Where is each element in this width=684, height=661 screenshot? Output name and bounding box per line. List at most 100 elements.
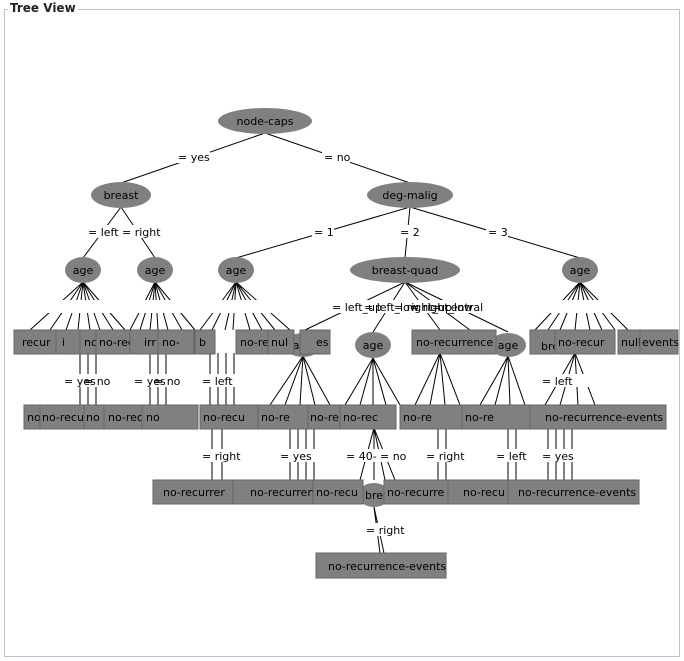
edge-label-yes-1: = yes: [64, 375, 96, 388]
edge-label-no-3: = no: [380, 450, 407, 463]
leaf-r3-5[interactable]: [447, 479, 509, 505]
leaf-r1-14[interactable]: [617, 329, 643, 355]
leaf-r2-1-label: no: [27, 411, 41, 424]
edge-label-yes-3: = yes: [280, 450, 312, 463]
leaf-r3-3-label: no-recu: [316, 486, 358, 499]
edge-label-left-2: = left: [202, 375, 233, 388]
node-age-1[interactable]: [65, 257, 101, 283]
node-age-mid-2[interactable]: [355, 332, 391, 358]
edge-label-no: = no: [324, 151, 351, 164]
leaf-r1-9[interactable]: [267, 329, 295, 355]
node-root-label: node-caps: [237, 115, 294, 128]
leaf-r1-15[interactable]: [639, 329, 679, 355]
node-deg-malig[interactable]: [367, 182, 453, 208]
leaf-r1-5-label: irr: [144, 336, 156, 349]
edge-label-right-2: = right: [202, 450, 241, 463]
leaf-r3-4[interactable]: [383, 479, 449, 505]
leaf-r2-11[interactable]: [461, 404, 531, 430]
node-breast[interactable]: [91, 182, 151, 208]
leaf-r1-15-label: events: [642, 336, 679, 349]
leaf-r1-13-label: no-recur: [558, 336, 605, 349]
node-breast-quad-label: breast-quad: [372, 264, 438, 277]
leaf-r1-11[interactable]: [411, 329, 497, 355]
leaf-r4-1[interactable]: [315, 552, 447, 579]
leaf-r1-2[interactable]: [55, 329, 81, 355]
leaf-r2-7[interactable]: [257, 404, 309, 430]
leaf-r2-3-label: no: [86, 411, 100, 424]
node-age-2-label: age: [145, 264, 166, 277]
leaf-r1-7[interactable]: [194, 329, 216, 355]
leaf-r2-6[interactable]: [199, 404, 261, 430]
edge-label-yes-4: = yes: [542, 450, 574, 463]
edge-label-left-4: = left: [496, 450, 527, 463]
leaf-r3-1-label: no-recurrer: [163, 486, 225, 499]
edge-label-right-4: = right: [366, 524, 405, 537]
edge-label-yes: = yes: [178, 151, 210, 164]
leaf-r2-6-label: no-recu: [203, 411, 245, 424]
node-age-mid-2-label: age: [363, 339, 384, 352]
node-bre[interactable]: [358, 483, 390, 507]
node-breast-quad[interactable]: [350, 257, 460, 283]
leaf-nodes: recur i no no-rec irr no- b no-recurr nu…: [13, 329, 679, 579]
edge-label-left-3: = left: [542, 375, 573, 388]
decision-nodes: node-caps breast deg-malig age age age b…: [65, 108, 598, 507]
leaf-r2-5[interactable]: [141, 404, 199, 430]
edge-label-yes-2: = yes: [134, 375, 166, 388]
edge-label-no-2: = no: [154, 375, 181, 388]
leaf-r1-8[interactable]: [235, 329, 273, 355]
leaf-r1-10[interactable]: [299, 329, 331, 355]
leaf-r3-1[interactable]: [152, 479, 234, 505]
leaf-r1-3-label: no: [84, 336, 98, 349]
leaf-r3-4-label: no-recurre: [387, 486, 445, 499]
leaf-r2-9[interactable]: [339, 404, 397, 430]
leaf-r3-5-label: no-recu: [463, 486, 505, 499]
tree-view-panel: [4, 9, 680, 657]
leaf-r2-10[interactable]: [399, 404, 463, 430]
leaf-r1-10-label: es: [316, 336, 329, 349]
node-breast-label: breast: [104, 189, 140, 202]
node-age-2[interactable]: [137, 257, 173, 283]
leaf-r2-12-label: no-recurrence-events: [545, 411, 663, 424]
edge-label-right-3: = right: [426, 450, 465, 463]
leaf-r1-6[interactable]: [157, 329, 195, 355]
edge-label-right-up: = right_up: [394, 301, 452, 314]
edge-label-right: = right: [122, 226, 161, 239]
edge-label-no-1: = no: [84, 375, 111, 388]
node-age-mid-3-label: age: [498, 339, 519, 352]
node-deg-malig-label: deg-malig: [382, 189, 437, 202]
leaf-r1-13[interactable]: [554, 329, 616, 355]
leaf-r2-9-label: no-rec: [343, 411, 378, 424]
leaf-r3-2[interactable]: [232, 479, 314, 505]
node-age-3-label: age: [226, 264, 247, 277]
edge-label-left: = left: [88, 226, 119, 239]
edge-label-40: = 40-: [346, 450, 377, 463]
leaf-r3-6[interactable]: [507, 479, 640, 505]
node-age-mid-3[interactable]: [490, 333, 526, 357]
node-age-5[interactable]: [562, 257, 598, 283]
edge-label-left-up: = left_up: [332, 301, 382, 314]
leaf-r3-3[interactable]: [312, 479, 364, 505]
node-bre-label: bre: [365, 489, 383, 502]
edge-label-3: = 3: [488, 226, 508, 239]
edge-label-1: = 1: [314, 226, 334, 239]
node-age-3[interactable]: [218, 257, 254, 283]
node-age-1-label: age: [73, 264, 94, 277]
node-age-5-label: age: [570, 264, 591, 277]
leaf-r1-4-label: no-rec: [99, 336, 134, 349]
leaf-r1-2-label: i: [62, 336, 65, 349]
leaf-r2-12[interactable]: [529, 404, 667, 430]
edge-label-central: = central: [432, 301, 483, 314]
leaf-r3-2-label: no-recurren: [250, 486, 314, 499]
leaf-r1-9-label: nul: [271, 336, 288, 349]
leaf-r1-7-label: b: [199, 336, 206, 349]
leaf-r2-11-label: no-re: [465, 411, 494, 424]
leaf-r2-5-label: no: [146, 411, 160, 424]
leaf-r2-2-label: no-recu: [42, 411, 84, 424]
node-root[interactable]: [218, 108, 312, 134]
edge-label-2: = 2: [400, 226, 420, 239]
leaf-r2-10-label: no-re: [403, 411, 432, 424]
leaf-r2-4-label: no-rec: [108, 411, 143, 424]
leaf-r2-4[interactable]: [103, 404, 145, 430]
leaf-r3-6-label: no-recurrence-events: [518, 486, 636, 499]
